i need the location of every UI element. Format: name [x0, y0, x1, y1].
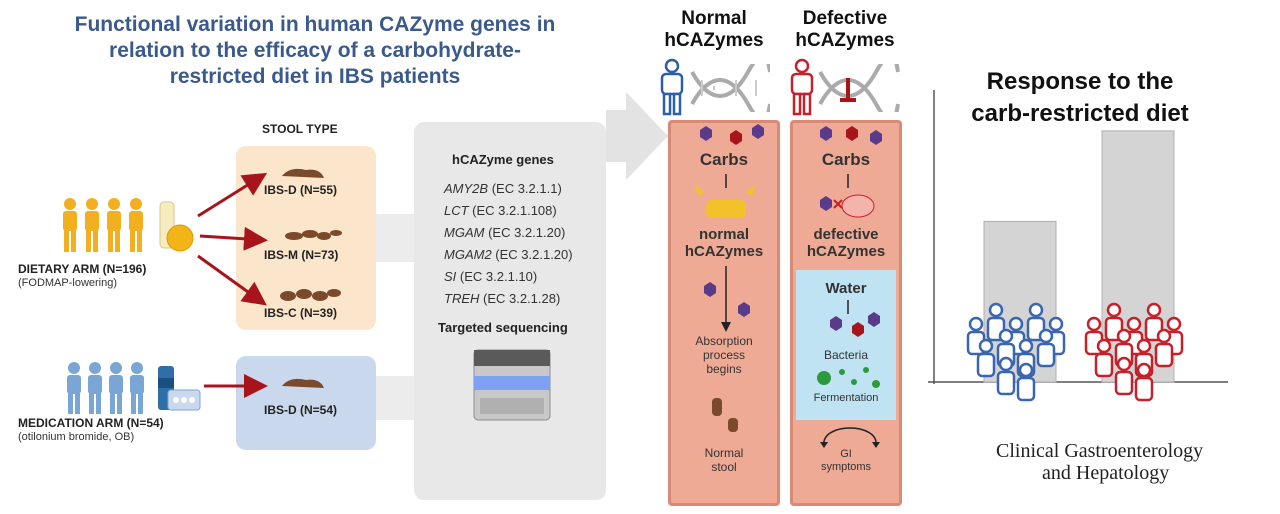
dietary-stool-3: IBS-C (N=39)	[264, 306, 338, 320]
normal-stool-label: Normal stool	[704, 446, 744, 474]
normal-stool-icon	[712, 398, 738, 432]
gene-item: LCT (EC 3.2.1.108)	[444, 203, 557, 218]
normal-enzyme-label: normal hCAZymes	[684, 226, 764, 260]
genes-heading: hCAZyme genes	[452, 152, 554, 167]
page-title: Functional variation in human CAZyme gen…	[20, 12, 610, 90]
pill-icon	[158, 366, 201, 411]
journal-credit: Clinical Gastroenterology and Hepatology	[996, 440, 1246, 484]
stool-icons	[280, 168, 342, 388]
sequencing-label: Targeted sequencing	[438, 320, 568, 335]
dietary-arm-sublabel: (FODMAP-lowering)	[18, 277, 118, 289]
arm-arrows	[197, 172, 268, 398]
person-red-icon	[790, 58, 814, 116]
medication-stool-box	[236, 356, 376, 450]
gi-arrows-icon	[820, 427, 880, 448]
medication-people-icon	[67, 362, 144, 414]
bacteria-label: Bacteria	[823, 348, 869, 362]
defective-enzyme-icon	[820, 174, 875, 218]
journal-line-1: Clinical Gastroenterology	[996, 440, 1204, 462]
dietary-stool-1: IBS-D (N=55)	[264, 183, 338, 197]
food-icon	[159, 201, 194, 252]
water-region	[796, 270, 896, 420]
carb-molecules-icon	[700, 124, 764, 145]
water-label: Water	[825, 280, 867, 297]
medication-arm-label: MEDICATION ARM (N=54)	[18, 416, 164, 430]
gene-item: TREH (EC 3.2.1.28)	[444, 291, 561, 306]
fermentation-label: Fermentation	[813, 392, 879, 404]
gene-item: MGAM (EC 3.2.1.20)	[444, 225, 566, 240]
dna-defect-icon	[818, 64, 900, 112]
gene-item: SI (EC 3.2.1.10)	[444, 269, 538, 284]
sequencer-icon	[473, 349, 551, 421]
gene-list: AMY2B (EC 3.2.1.1) LCT (EC 3.2.1.108) MG…	[444, 178, 573, 310]
crowd-icon-2	[1084, 302, 1184, 402]
dietary-stool-2: IBS-M (N=73)	[264, 248, 339, 262]
title-line-1: Functional variation in human CAZyme gen…	[74, 13, 556, 36]
genes-panel	[414, 122, 606, 500]
normal-carbs: Carbs	[699, 150, 749, 169]
normal-absorption-label: Absorption process begins	[695, 334, 753, 376]
normal-intestine	[668, 120, 780, 506]
response-title: Response to the carb-restricted diet	[971, 68, 1189, 127]
stool-type-label: STOOL TYPE	[262, 122, 338, 136]
title-line-2: relation to the efficacy of a carbohydra…	[109, 39, 521, 62]
journal-line-2: and Hepatology	[1042, 462, 1170, 484]
person-blue-icon	[660, 58, 684, 116]
defective-enzyme-label: defective hCAZymes	[806, 226, 886, 260]
response-chart	[928, 90, 1228, 402]
gi-symptoms-label: GI symptoms	[820, 448, 872, 473]
defective-carb-molecules-icon	[820, 126, 882, 145]
defective-carbs: Carbs	[821, 150, 871, 169]
bacteria-icon	[817, 367, 880, 388]
gene-item: MGAM2 (EC 3.2.1.20)	[444, 247, 573, 262]
dietary-arm-label: DIETARY ARM (N=196)	[18, 262, 147, 276]
medication-arm-sublabel: (otilonium bromide, OB)	[18, 431, 135, 443]
dna-icon	[690, 64, 770, 112]
normal-absorption-arrow	[704, 266, 750, 332]
dietary-people-icon	[63, 198, 143, 252]
normal-enzyme-icon	[694, 174, 756, 218]
medication-stool-1: IBS-D (N=54)	[264, 403, 338, 417]
water-molecules-icon	[830, 300, 880, 337]
defective-heading: Defective hCAZymes	[795, 8, 895, 51]
title-line-3: restricted diet in IBS patients	[169, 65, 461, 88]
crowd-icon-1	[966, 302, 1066, 402]
gene-item: AMY2B (EC 3.2.1.1)	[444, 181, 562, 196]
normal-heading: Normal hCAZymes	[664, 8, 764, 51]
